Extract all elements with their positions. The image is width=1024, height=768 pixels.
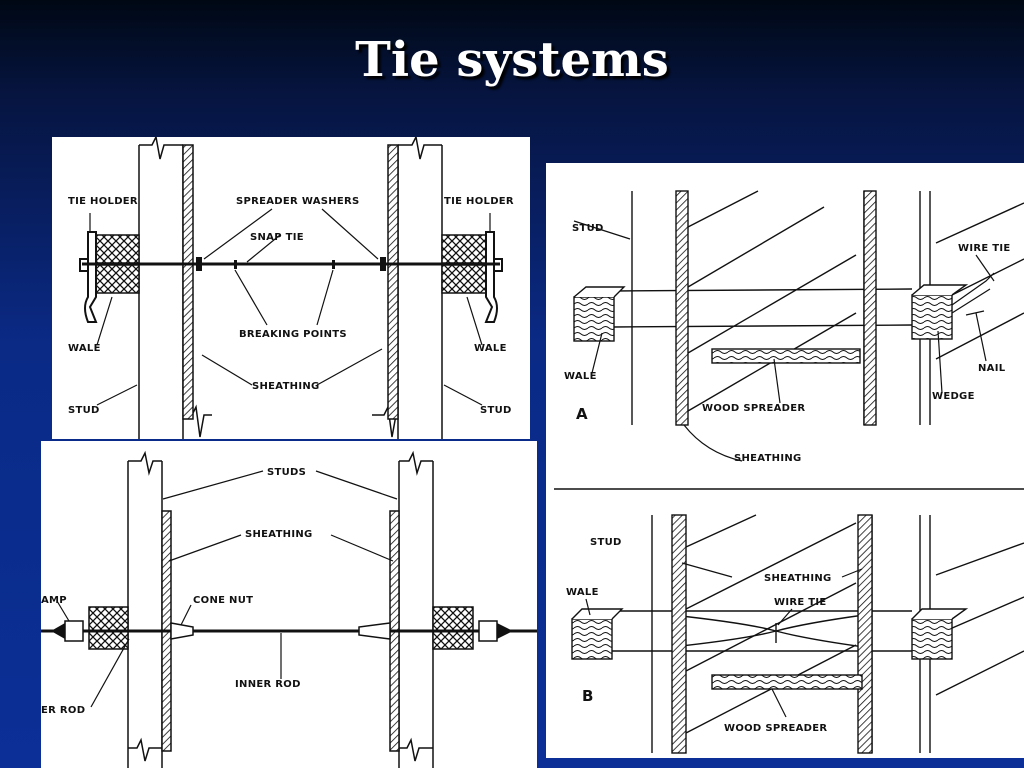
label-stud-left: STUD [68, 405, 100, 416]
label-wire-tie-b: WIRE TIE [774, 597, 827, 608]
label-stud-b: STUD [590, 537, 622, 548]
label-snap-tie: SNAP TIE [250, 232, 304, 243]
label-tie-holder-left: TIE HOLDER [68, 196, 138, 207]
wire-tie-diagram: STUD WIRE TIE WALE NAIL WEDGE WOOD SPREA… [546, 163, 1024, 758]
label-clamp: AMP [41, 595, 67, 606]
label-studs: STUDS [267, 467, 306, 478]
label-sheathing: SHEATHING [245, 529, 313, 540]
label-cone-nut: CONE NUT [193, 595, 253, 606]
label-tie-holder-right: TIE HOLDER [444, 196, 514, 207]
slide-title: Tie systems [355, 32, 669, 88]
label-wale-right: WALE [474, 343, 507, 354]
label-wire-tie-a: WIRE TIE [958, 243, 1011, 254]
label-stud-right: STUD [480, 405, 512, 416]
cone-nut-diagram: STUDS SHEATHING AMP CONE NUT INNER ROD E… [41, 441, 537, 768]
snap-tie-diagram: TIE HOLDER TIE HOLDER SPREADER WASHERS S… [52, 137, 530, 439]
label-wale-left: WALE [68, 343, 101, 354]
label-a: A [576, 405, 588, 423]
label-sheathing: SHEATHING [252, 381, 320, 392]
label-sheathing-a: SHEATHING [734, 453, 802, 464]
label-sheathing-b: SHEATHING [764, 573, 832, 584]
label-spreader-washers: SPREADER WASHERS [236, 196, 360, 207]
label-b: B [582, 687, 594, 705]
label-wale-a: WALE [564, 371, 597, 382]
label-stud-a: STUD [572, 223, 604, 234]
label-inner-rod: INNER ROD [235, 679, 301, 690]
label-wood-spreader-a: WOOD SPREADER [702, 403, 805, 414]
label-wedge: WEDGE [932, 391, 975, 402]
label-wood-spreader-b: WOOD SPREADER [724, 723, 827, 734]
label-nail: NAIL [978, 363, 1006, 374]
label-wale-b: WALE [566, 587, 599, 598]
label-outer-rod: ER ROD [41, 705, 85, 716]
label-breaking-points: BREAKING POINTS [239, 329, 347, 340]
